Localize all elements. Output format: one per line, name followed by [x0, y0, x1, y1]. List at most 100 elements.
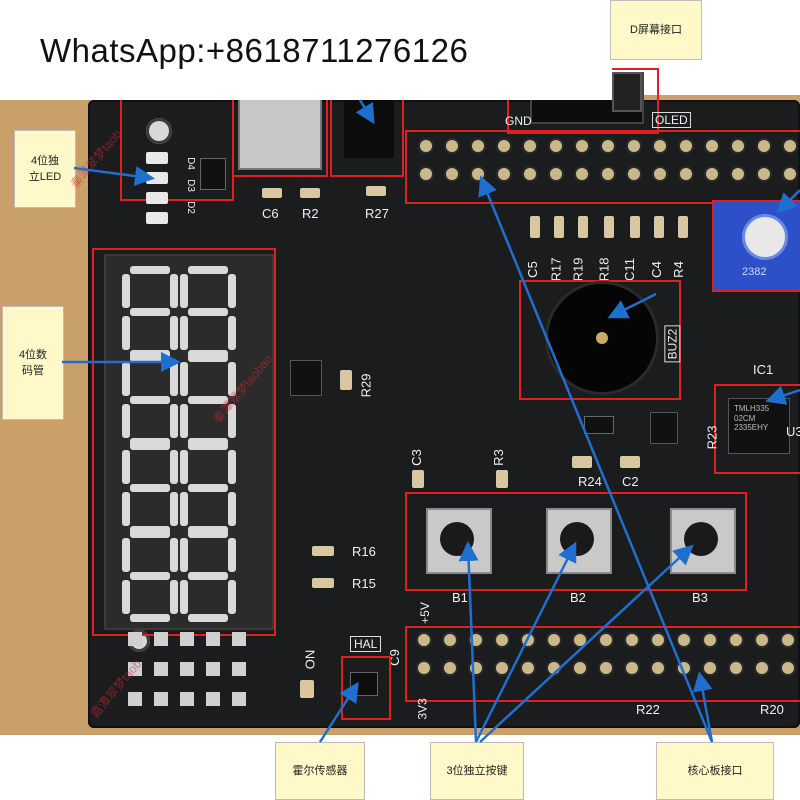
segment-b — [228, 450, 236, 484]
bottom-header-highlight-box — [405, 626, 800, 702]
resistor — [366, 186, 386, 196]
arrow-core-bottom — [692, 671, 714, 743]
header-pin — [496, 634, 508, 646]
segment-f — [122, 274, 130, 308]
smd-part — [654, 216, 664, 238]
resistor — [300, 188, 320, 198]
potentiometer-knob — [742, 214, 788, 260]
header-pin — [678, 634, 690, 646]
mounting-hole — [146, 118, 172, 144]
solder-pad — [154, 662, 168, 676]
header-pin — [574, 662, 586, 674]
smd-part — [678, 216, 688, 238]
segment-g — [130, 484, 170, 492]
segment-g — [188, 308, 228, 316]
label-hall-text: 霍尔传感器 — [292, 764, 348, 777]
silk-r16: R16 — [352, 544, 376, 559]
capacitor — [412, 470, 424, 488]
header-pin — [602, 168, 614, 180]
chip-marking: TMLH335 02CM 2335EHY — [734, 404, 770, 433]
segment-e — [180, 580, 188, 614]
segment-g — [130, 572, 170, 580]
header-pin — [704, 634, 716, 646]
arrow-buttons-b3 — [479, 544, 694, 743]
segment-b — [170, 538, 178, 572]
top-pin-header — [420, 140, 800, 194]
arrow-buttons-b2 — [474, 541, 577, 743]
silk-pot: 2382 — [742, 266, 767, 278]
silk-r24: R24 — [578, 474, 602, 489]
solder-pad — [128, 632, 142, 646]
smd-part — [604, 216, 614, 238]
silk-b2: B2 — [570, 590, 586, 605]
segment-a — [130, 530, 170, 538]
segment-a — [130, 266, 170, 274]
segment-b — [228, 274, 236, 308]
segment-c — [228, 492, 236, 526]
arrow-core-top — [478, 175, 714, 743]
solder-pad — [180, 662, 194, 676]
solder-pad — [206, 632, 220, 646]
label-buttons-text: 3位独立按键 — [446, 764, 508, 777]
header-pin — [496, 662, 508, 674]
header-pin — [732, 140, 744, 152]
segment-c — [170, 316, 178, 350]
header-pin — [730, 662, 742, 674]
header-pin — [706, 140, 718, 152]
header-pin — [732, 168, 744, 180]
segment-g — [188, 396, 228, 404]
label-seg-text: 4位数 码管 — [18, 348, 48, 378]
segment-a — [188, 354, 228, 362]
segment-d — [130, 614, 170, 622]
label-led-text: 4位独 立LED — [28, 154, 62, 184]
segment-c — [228, 580, 236, 614]
header-pin — [628, 168, 640, 180]
label-buttons: 3位独立按键 — [430, 742, 524, 800]
silk-u3: U3 — [786, 424, 800, 439]
header-pin — [418, 662, 430, 674]
segment-b — [170, 274, 178, 308]
segment-a — [188, 442, 228, 450]
resistor — [312, 578, 334, 588]
silk-r27: R27 — [365, 206, 389, 221]
silk-oled: OLED — [652, 112, 691, 128]
usb-connector — [238, 98, 322, 170]
header-pin — [446, 168, 458, 180]
segment-g — [188, 572, 228, 580]
header-pin — [524, 140, 536, 152]
silk-r2: R2 — [302, 206, 319, 221]
segment-c — [170, 492, 178, 526]
top-header-highlight-box — [405, 130, 800, 204]
oled-connector-latch — [612, 72, 642, 112]
ic-chip — [728, 398, 790, 454]
buzzer-hole — [596, 332, 608, 344]
header-pin — [446, 140, 458, 152]
buzzer-highlight-box — [519, 280, 681, 400]
arrow-transistor — [355, 99, 375, 125]
segment-a — [130, 442, 170, 450]
header-pin — [444, 634, 456, 646]
header-pin — [498, 168, 510, 180]
arrow-ic — [765, 385, 800, 405]
segment-e — [122, 316, 130, 350]
solder-pad — [180, 632, 194, 646]
header-pin — [758, 168, 770, 180]
segment-g — [130, 396, 170, 404]
segment-f — [180, 362, 188, 396]
label-led: 4位独 立LED — [14, 130, 76, 208]
header-pin — [418, 634, 430, 646]
silk-hal: HAL — [350, 636, 382, 652]
header-pin — [758, 140, 770, 152]
header-pin — [680, 168, 692, 180]
diode — [584, 416, 614, 434]
header-pin — [706, 168, 718, 180]
segment-c — [228, 404, 236, 438]
header-pin — [420, 168, 432, 180]
segment-e — [122, 404, 130, 438]
silk-r20: R20 — [760, 702, 784, 717]
header-pin — [548, 634, 560, 646]
arrow-pot — [776, 189, 800, 214]
header-pin — [782, 634, 794, 646]
solder-pad — [154, 692, 168, 706]
resistor — [572, 456, 592, 468]
